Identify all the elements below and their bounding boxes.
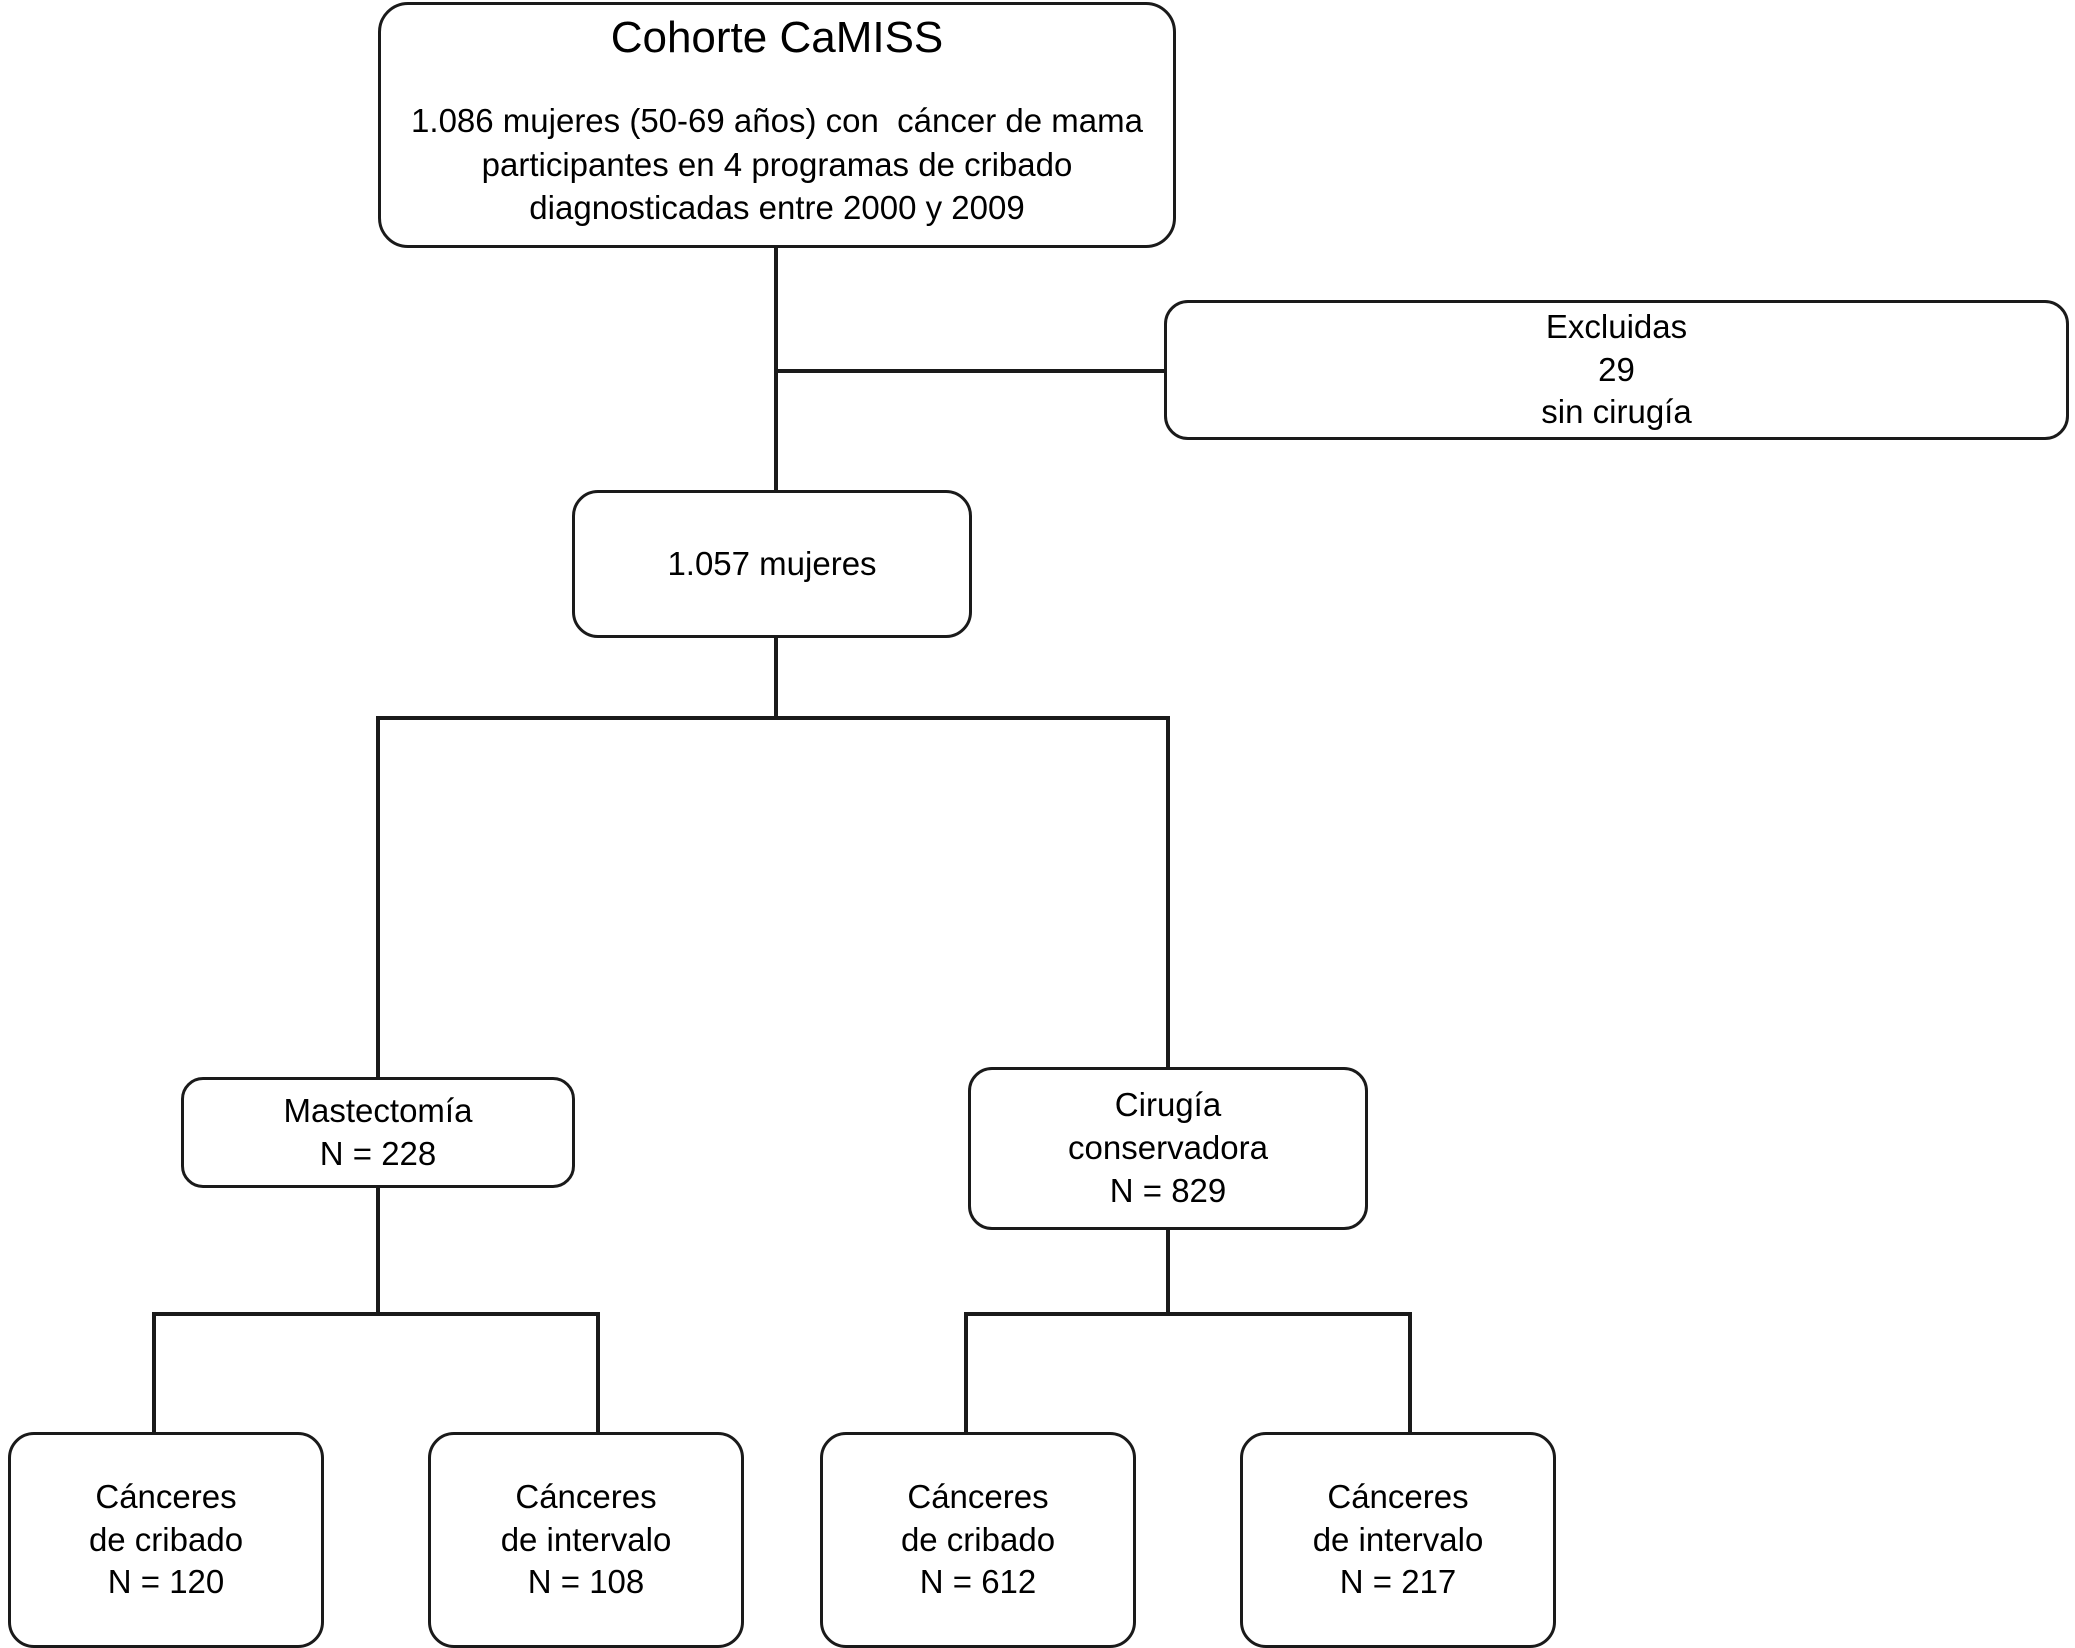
node-cirugia-conservadora: Cirugía conservadora N = 829 bbox=[968, 1067, 1368, 1230]
node-cirugia-intervalo: Cánceres de intervalo N = 217 bbox=[1240, 1432, 1556, 1648]
node-cirugia-line-1: Cirugía bbox=[1114, 1086, 1222, 1124]
node-excluidas-line-3: sin cirugía bbox=[1541, 393, 1692, 431]
leaf-0-line-2: de cribado bbox=[88, 1520, 244, 1558]
connector-split-bar-level1 bbox=[378, 716, 1170, 720]
node-cirugia-line-3: N = 829 bbox=[1109, 1171, 1227, 1209]
node-excluidas: Excluidas 29 sin cirugía bbox=[1164, 300, 2069, 440]
node-cohorte-line-1: 1.086 mujeres (50-69 años) con cáncer de… bbox=[411, 102, 1143, 140]
node-mastectomia-cribado: Cánceres de cribado N = 120 bbox=[8, 1432, 324, 1648]
connector-split-bar-mastectomia bbox=[152, 1312, 600, 1316]
connector-to-leaf-3 bbox=[1408, 1312, 1412, 1434]
leaf-3-line-3: N = 217 bbox=[1339, 1563, 1457, 1601]
leaf-0-line-3: N = 120 bbox=[107, 1563, 225, 1601]
leaf-1-line-3: N = 108 bbox=[527, 1563, 645, 1601]
node-mastectomia: Mastectomía N = 228 bbox=[181, 1077, 575, 1188]
connector-to-leaf-2 bbox=[964, 1312, 968, 1434]
leaf-1-line-2: de intervalo bbox=[500, 1520, 672, 1558]
connector-to-leaf-0 bbox=[152, 1312, 156, 1434]
leaf-2-line-1: Cánceres bbox=[907, 1477, 1049, 1515]
node-cirugia-line-2: conservadora bbox=[1068, 1129, 1268, 1167]
connector-mujeres-down bbox=[774, 638, 778, 720]
leaf-1-line-1: Cánceres bbox=[515, 1477, 657, 1515]
node-cohorte-camiss: Cohorte CaMISS 1.086 mujeres (50-69 años… bbox=[378, 2, 1176, 248]
connector-to-leaf-1 bbox=[596, 1312, 600, 1434]
leaf-2-line-3: N = 612 bbox=[919, 1563, 1037, 1601]
connector-cirugia-down bbox=[1166, 1230, 1170, 1314]
connector-mastectomia-down bbox=[376, 1188, 380, 1314]
node-excluidas-line-1: Excluidas bbox=[1545, 307, 1688, 345]
node-cirugia-cribado: Cánceres de cribado N = 612 bbox=[820, 1432, 1136, 1648]
connector-split-bar-cirugia bbox=[964, 1312, 1412, 1316]
connector-to-mastectomia bbox=[376, 716, 380, 1079]
node-cohorte-line-3: diagnosticadas entre 2000 y 2009 bbox=[529, 189, 1025, 227]
leaf-3-line-2: de intervalo bbox=[1312, 1520, 1484, 1558]
node-mastectomia-line-1: Mastectomía bbox=[283, 1091, 473, 1129]
node-cohorte-body: 1.086 mujeres (50-69 años) con cáncer de… bbox=[411, 99, 1143, 230]
node-mujeres-line-1: 1.057 mujeres bbox=[667, 544, 877, 582]
node-excluidas-line-2: 29 bbox=[1598, 350, 1635, 388]
connector-to-cirugia bbox=[1166, 716, 1170, 1069]
leaf-3-line-1: Cánceres bbox=[1327, 1477, 1469, 1515]
leaf-2-line-2: de cribado bbox=[900, 1520, 1056, 1558]
node-mastectomia-line-2: N = 228 bbox=[319, 1134, 437, 1172]
node-mastectomia-intervalo: Cánceres de intervalo N = 108 bbox=[428, 1432, 744, 1648]
node-cohorte-line-2: participantes en 4 programas de cribado bbox=[481, 145, 1073, 183]
node-mujeres-incluidas: 1.057 mujeres bbox=[572, 490, 972, 638]
connector-cohort-to-excluidas bbox=[774, 369, 1166, 373]
node-cohorte-title: Cohorte CaMISS bbox=[610, 13, 944, 63]
leaf-0-line-1: Cánceres bbox=[95, 1477, 237, 1515]
